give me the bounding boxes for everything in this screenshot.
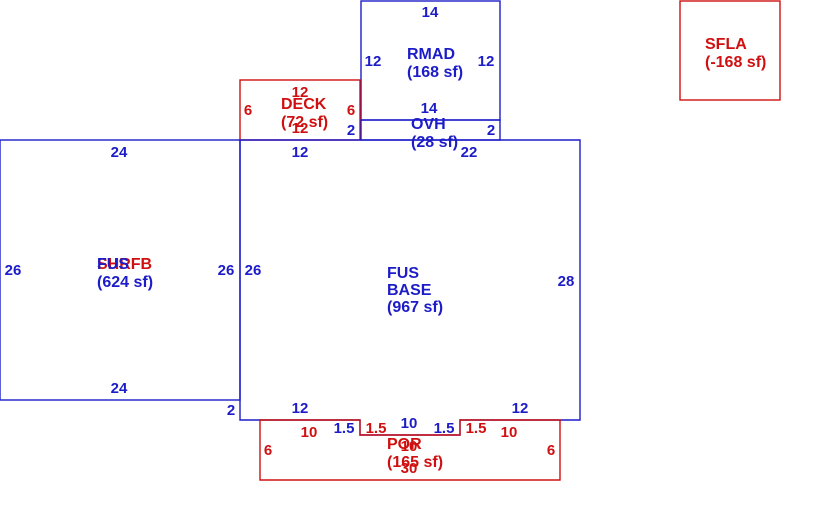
por-dim-notch-bottom: 10: [401, 438, 418, 455]
base-dim-bottom-right: 12: [512, 400, 529, 417]
fus-label: FUS: [97, 256, 129, 273]
base-dim-top-right: 22: [461, 144, 478, 161]
fus-base-label-line1: FUS: [387, 265, 419, 282]
por-area: (165 sf): [387, 454, 443, 471]
sfla-outline: [679, 0, 781, 101]
base-dim-notch-bottom: 10: [401, 415, 418, 432]
rmad-dim-left: 12: [365, 53, 382, 70]
base-dim-notch-right: 1.5: [434, 420, 455, 437]
por-label: POR: [387, 436, 422, 453]
deck-area: (72 sf): [281, 114, 328, 131]
fus-base-area: (967 sf): [387, 299, 443, 316]
por-dim-notch-left: 1.5: [366, 420, 387, 437]
por-dim-bottom: 30: [401, 460, 418, 477]
rmad-area: (168 sf): [407, 64, 463, 81]
fus-dim-bottom: 24: [111, 380, 128, 397]
por-dim-right-top: 10: [501, 424, 518, 441]
deck-dim-bottom: 12: [292, 120, 309, 137]
fus-dim-right: 26: [218, 262, 235, 279]
deck-dim-left: 6: [244, 102, 252, 119]
fus-dim-step: 2: [227, 402, 235, 419]
rmad-dim-bottom: 14: [421, 100, 438, 117]
ovh-dim-left: 2: [347, 122, 355, 139]
fus-area: (624 sf): [97, 274, 153, 291]
base-dim-left: 26: [245, 262, 262, 279]
deck-dim-top: 12: [292, 84, 309, 101]
ovh-dim-right: 2: [487, 122, 495, 139]
rmad-dim-top: 14: [422, 4, 439, 21]
shrfb-label: SHRFB: [97, 256, 152, 273]
fus-dim-left: 26: [5, 262, 22, 279]
base-dim-notch-left: 1.5: [334, 420, 355, 437]
sfla-label: SFLA: [705, 36, 747, 53]
deck-dim-right: 6: [347, 102, 355, 119]
rmad-dim-right: 12: [478, 53, 495, 70]
sfla-area: (-168 sf): [705, 54, 766, 71]
ovh-area: (28 sf): [411, 134, 458, 151]
fus-base-label-line2: BASE: [387, 282, 432, 299]
base-dim-bottom-left: 12: [292, 400, 309, 417]
por-dim-right: 6: [547, 442, 555, 459]
deck-label: DECK: [281, 96, 327, 113]
por-dim-left: 6: [264, 442, 272, 459]
porch-outline: [259, 419, 561, 481]
fus-dim-top: 24: [111, 144, 128, 161]
base-dim-top-left: 12: [292, 144, 309, 161]
por-dim-notch-right: 1.5: [466, 420, 487, 437]
por-dim-left-top: 10: [301, 424, 318, 441]
base-dim-right: 28: [558, 273, 575, 290]
rmad-label: RMAD: [407, 46, 455, 63]
ovh-label: OVH: [411, 116, 446, 133]
